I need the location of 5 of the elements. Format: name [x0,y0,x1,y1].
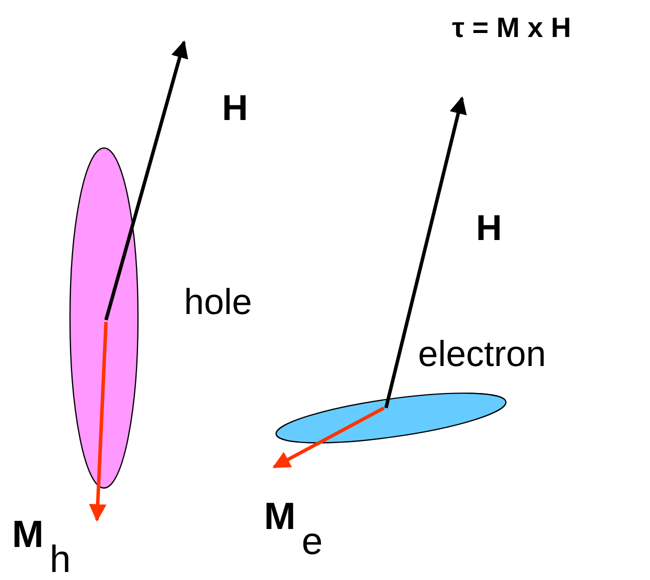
particle-label: hole [184,284,252,320]
particle-label: electron [418,336,546,372]
vector-label: H [222,90,248,126]
vector-label: H [476,210,502,246]
torque-equation: τ = M x H [452,14,572,42]
